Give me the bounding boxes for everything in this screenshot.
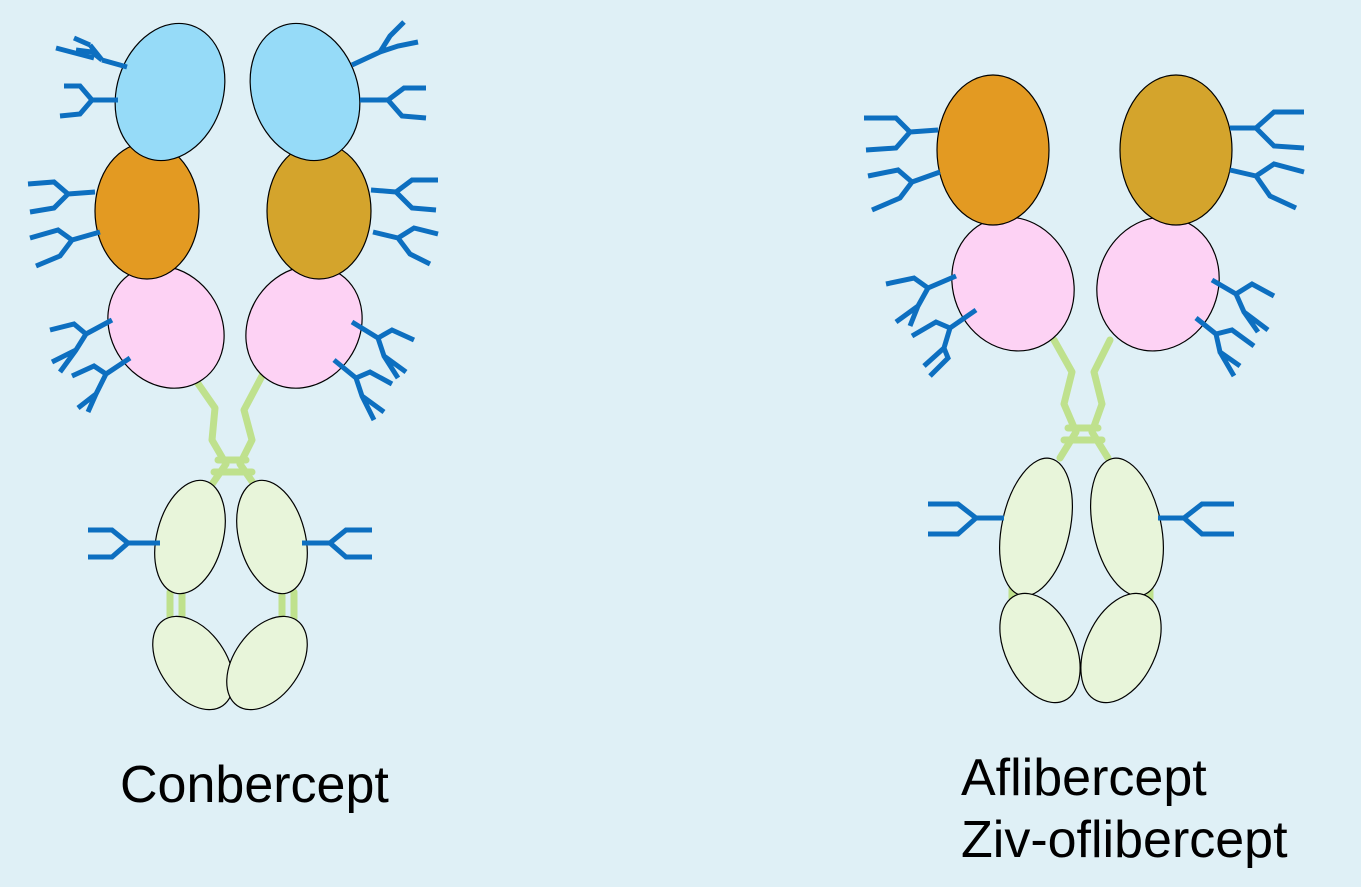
conbercept-domain2-right bbox=[267, 143, 371, 279]
conbercept-label: Conbercept bbox=[120, 755, 389, 815]
aflibercept-label: Aflibercept bbox=[961, 748, 1207, 808]
ziv-oflibercept-label: Ziv-oflibercept bbox=[961, 810, 1288, 870]
conbercept-domain2-left bbox=[95, 143, 199, 279]
aflibercept-domain2-left bbox=[937, 75, 1049, 225]
aflibercept-domain2-right bbox=[1120, 75, 1232, 225]
